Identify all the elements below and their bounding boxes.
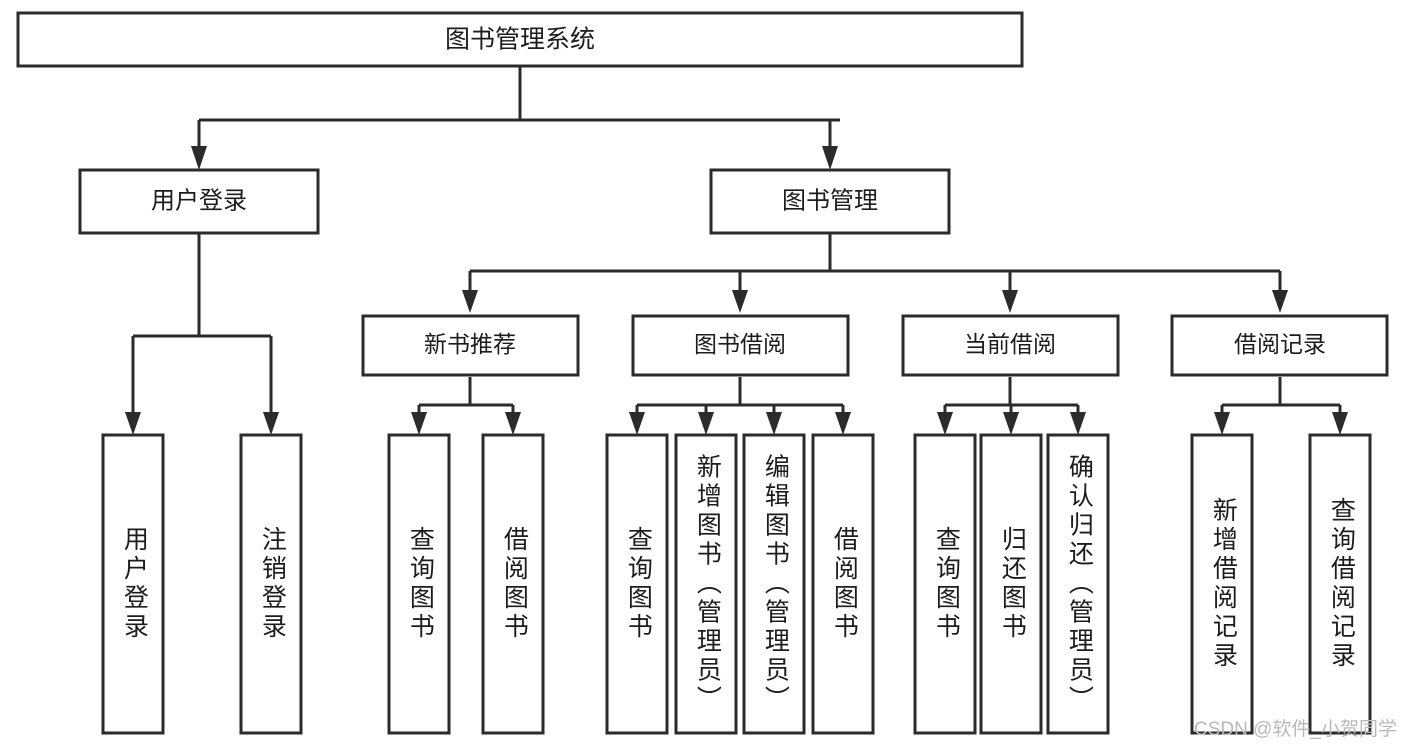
- leaf-user-login-login-label: 用户登录: [120, 526, 149, 642]
- leaf-new-book-query[interactable]: 查询图书: [387, 433, 451, 735]
- leaf-current-borrow-confirm[interactable]: 确认归还（管理员）: [1046, 433, 1110, 735]
- arrow-head-icon: [835, 412, 851, 435]
- csdn-watermark: CSDN @软件_小贺同学: [1194, 719, 1397, 740]
- arrow-head-icon: [1214, 412, 1230, 435]
- arrow-head-icon: [1332, 412, 1348, 435]
- leaf-book-borrow-edit-label: 编辑图书（管理员）: [761, 454, 790, 715]
- connector-root-to-level1: [191, 66, 840, 170]
- arrow-head-icon: [125, 412, 141, 435]
- arrow-head-icon: [732, 290, 748, 313]
- leaf-new-book-borrow-label: 借阅图书: [500, 526, 529, 642]
- node-book-management[interactable]: 图书管理: [709, 168, 951, 235]
- arrow-head-icon: [1272, 290, 1288, 313]
- arrow-head-icon: [1070, 412, 1086, 435]
- connector-bookborrow-to-leaves: [629, 377, 851, 435]
- arrow-head-icon: [1002, 290, 1018, 313]
- connector-currentborrow-to-leaves: [937, 377, 1086, 435]
- arrow-head-icon: [698, 412, 714, 435]
- arrow-head-icon: [937, 412, 953, 435]
- arrow-head-icon: [629, 412, 645, 435]
- leaf-current-borrow-return-label: 归还图书: [998, 526, 1027, 642]
- leaf-new-book-query-label: 查询图书: [406, 526, 435, 642]
- leaf-book-borrow-add-label: 新增图书（管理员）: [693, 454, 722, 715]
- leaf-current-borrow-return[interactable]: 归还图书: [979, 433, 1043, 735]
- node-new-book-recommend[interactable]: 新书推荐: [361, 314, 580, 377]
- leaf-book-borrow-query-label: 查询图书: [624, 526, 653, 642]
- leaf-user-login-logout[interactable]: 注销登录: [239, 433, 303, 735]
- arrow-head-icon: [191, 146, 207, 170]
- leaf-borrow-record-add[interactable]: 新增借阅记录: [1190, 433, 1254, 735]
- leaf-borrow-record-add-label: 新增借阅记录: [1209, 497, 1238, 671]
- connector-newbook-to-leaves: [411, 377, 521, 435]
- leaf-book-borrow-edit[interactable]: 编辑图书（管理员）: [742, 433, 806, 735]
- leaf-current-borrow-confirm-label: 确认归还（管理员）: [1065, 454, 1094, 715]
- node-book-management-label: 图书管理: [782, 187, 878, 214]
- node-borrow-record-label: 借阅记录: [1234, 331, 1326, 357]
- leaf-current-borrow-query-label: 查询图书: [932, 526, 961, 642]
- leaf-book-borrow-borrow-label: 借阅图书: [830, 526, 859, 642]
- connector-borrowrecord-to-leaves: [1214, 377, 1348, 435]
- node-book-borrow-label: 图书借阅: [694, 331, 786, 357]
- arrow-head-icon: [462, 290, 478, 313]
- leaf-current-borrow-query[interactable]: 查询图书: [913, 433, 977, 735]
- node-user-login-label: 用户登录: [151, 187, 247, 214]
- node-new-book-recommend-label: 新书推荐: [424, 331, 516, 357]
- leaf-book-borrow-query[interactable]: 查询图书: [605, 433, 669, 735]
- arrow-head-icon: [411, 412, 427, 435]
- arrow-head-icon: [766, 412, 782, 435]
- node-root-system-label: 图书管理系统: [445, 26, 595, 54]
- node-book-borrow[interactable]: 图书借阅: [631, 314, 850, 377]
- node-root-system[interactable]: 图书管理系统: [16, 11, 1024, 68]
- leaf-user-login-logout-label: 注销登录: [258, 526, 287, 642]
- node-user-login[interactable]: 用户登录: [78, 168, 320, 235]
- connector-bookmgmt-to-level2: [462, 233, 1288, 313]
- leaf-book-borrow-add[interactable]: 新增图书（管理员）: [674, 433, 738, 735]
- node-current-borrow-label: 当前借阅: [964, 331, 1056, 357]
- arrow-head-icon: [1003, 412, 1019, 435]
- leaf-borrow-record-query-label: 查询借阅记录: [1327, 497, 1356, 671]
- arrow-head-icon: [263, 412, 279, 435]
- node-current-borrow[interactable]: 当前借阅: [901, 314, 1120, 377]
- arrow-head-icon: [822, 146, 838, 170]
- leaf-book-borrow-borrow[interactable]: 借阅图书: [811, 433, 875, 735]
- leaf-new-book-borrow[interactable]: 借阅图书: [481, 433, 545, 735]
- leaf-borrow-record-query[interactable]: 查询借阅记录: [1308, 433, 1372, 735]
- arrow-head-icon: [505, 412, 521, 435]
- leaf-user-login-login[interactable]: 用户登录: [101, 433, 165, 735]
- connector-userlogin-to-leaves: [125, 233, 279, 435]
- node-borrow-record[interactable]: 借阅记录: [1170, 314, 1389, 377]
